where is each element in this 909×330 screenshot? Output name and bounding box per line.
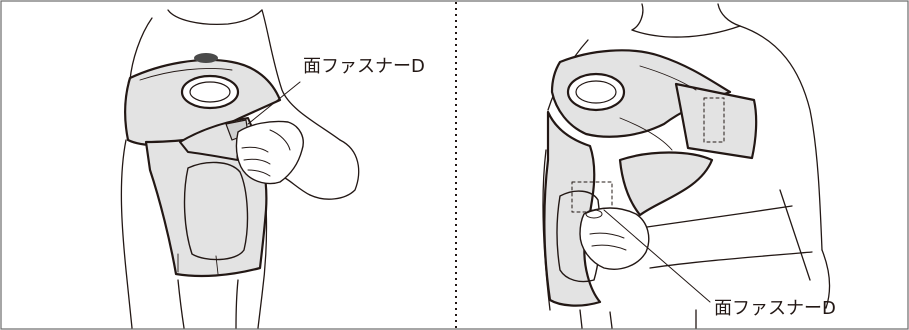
left-hand-finger-3 <box>247 169 271 177</box>
right-far-arm <box>821 249 831 309</box>
left-panel-illustration <box>120 9 360 329</box>
left-back-outline <box>261 9 341 141</box>
right-hand-finger-2 <box>591 244 627 251</box>
left-forearm-lower <box>284 177 311 196</box>
right-torso-right <box>739 25 823 251</box>
left-brace-stitch <box>139 68 233 81</box>
right-far-arm-2 <box>779 189 811 281</box>
left-callout-leader <box>247 81 301 125</box>
left-arm-crease <box>177 279 185 329</box>
right-callout-leader <box>603 209 711 303</box>
right-panel-illustration <box>542 3 831 329</box>
right-brace-stitch <box>639 65 697 91</box>
right-hand <box>579 207 650 270</box>
right-forearm-top <box>639 205 793 229</box>
right-forearm-bottom <box>649 251 813 269</box>
right-arm-lower-2 <box>609 311 613 329</box>
right-callout-label: 面ファスナーD <box>714 298 836 319</box>
left-hand <box>235 120 304 185</box>
left-hand-finger-2 <box>243 158 271 165</box>
right-brace-stitch-2 <box>619 117 673 151</box>
left-brace-knob <box>194 53 218 63</box>
left-forearm <box>309 139 360 200</box>
right-brace-pad <box>556 190 601 283</box>
left-hand-finger <box>241 146 269 153</box>
right-neck-outline-2 <box>717 3 741 27</box>
left-brace-stitch-3 <box>215 255 219 275</box>
right-hand-thumb <box>585 209 603 219</box>
right-brace-ring-inner <box>575 80 617 104</box>
right-strap-end-dashed <box>703 97 725 143</box>
left-neck-outline <box>167 9 263 26</box>
left-brace-ring-inner <box>189 81 231 103</box>
left-arm-crease-2 <box>235 279 239 329</box>
right-brace-sleeve <box>543 110 602 307</box>
right-collar <box>631 25 741 38</box>
left-brace-pad <box>183 161 249 261</box>
left-hand-thumb <box>269 129 291 151</box>
left-torso-outline <box>129 17 153 81</box>
left-arm-front <box>120 139 133 329</box>
right-brace-ring-outer <box>566 72 626 112</box>
right-hand-finger <box>589 232 625 239</box>
left-callout-label: 面ファスナーD <box>303 56 425 77</box>
right-brace-shoulder <box>550 49 732 138</box>
right-chest-strap <box>674 82 758 160</box>
left-brace-ring-outer <box>180 74 240 110</box>
right-arm-lower-1 <box>579 309 583 329</box>
right-brace-sleeve-right <box>618 151 714 217</box>
right-neck-outline <box>631 3 644 31</box>
